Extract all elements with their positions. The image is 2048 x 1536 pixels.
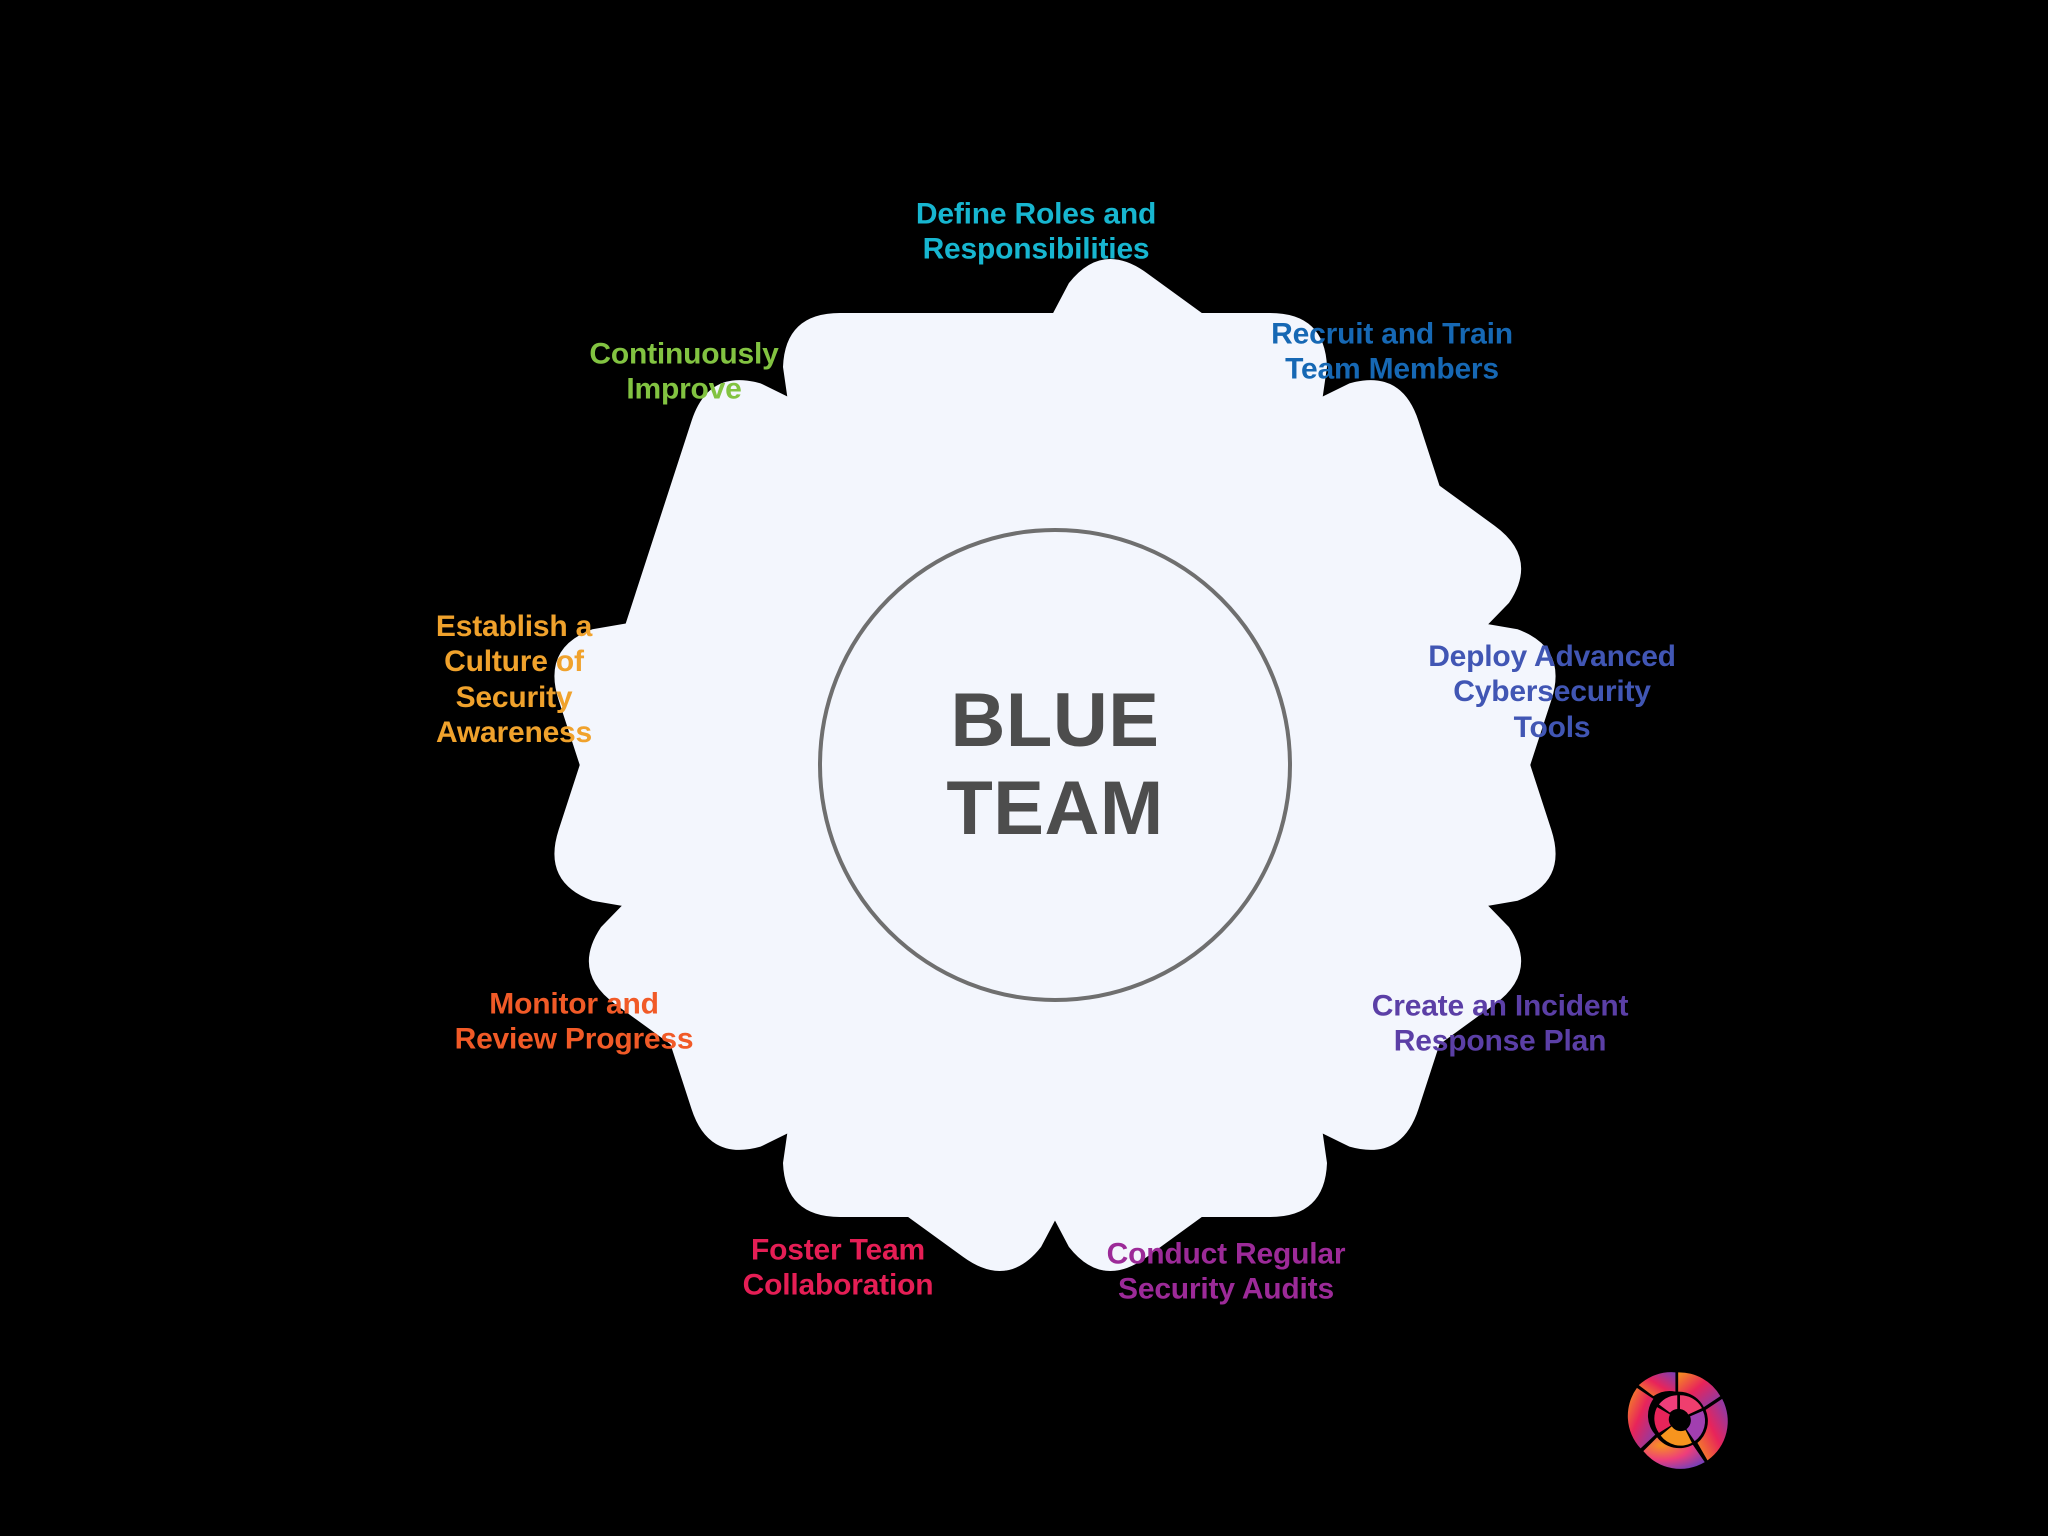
center-disc xyxy=(805,515,1305,1015)
logo-petal-2 xyxy=(1697,1398,1728,1461)
logo-core-5 xyxy=(1658,1395,1678,1413)
center-node xyxy=(805,515,1305,1015)
rosette-spiral-logo xyxy=(1627,1372,1728,1469)
logo-core-3 xyxy=(1660,1426,1692,1446)
logo-petal-5 xyxy=(1638,1372,1676,1397)
logo-petal-3 xyxy=(1643,1437,1705,1469)
center-title: BLUE TEAM xyxy=(946,677,1164,851)
logo-petal-1 xyxy=(1678,1372,1721,1408)
logo-petal-4 xyxy=(1627,1387,1656,1449)
logo-core-2 xyxy=(1686,1410,1706,1442)
center-ring xyxy=(818,528,1292,1002)
logo-core-1 xyxy=(1680,1395,1702,1415)
logo-core-4 xyxy=(1654,1407,1671,1433)
